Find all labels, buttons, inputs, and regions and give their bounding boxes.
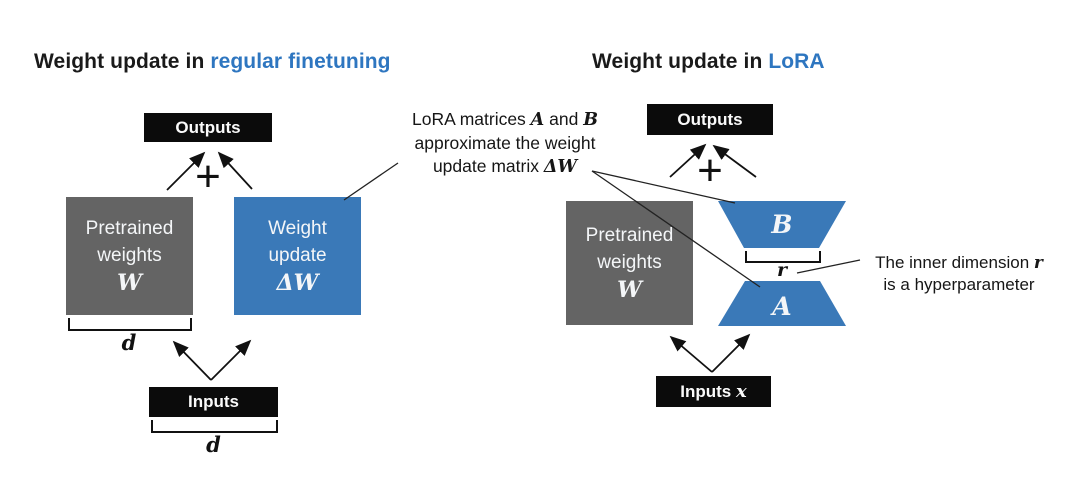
symbol-delta-w: ΔW: [543, 157, 578, 177]
left-inputs-box: Inputs: [149, 387, 278, 417]
matrix-a-label: A: [772, 291, 792, 321]
pretrained-line2: weights: [597, 252, 662, 273]
update-line2: update: [268, 245, 327, 266]
right-outputs-box: Outputs: [647, 104, 773, 135]
note-text: The inner dimension: [875, 253, 1034, 272]
left-outputs-box: Outputs: [144, 113, 272, 142]
left-title-highlight: regular finetuning: [210, 50, 391, 73]
right-arrow-inputs-to-pretrained: [669, 335, 713, 373]
symbol-a: A: [530, 110, 545, 130]
lora-note-line3: update matrix ΔW: [398, 155, 612, 179]
note-text: update matrix: [432, 156, 544, 176]
rank-label: r: [776, 259, 787, 281]
lora-note-line2: approximate the weight: [414, 133, 596, 153]
lora-note-line1: LoRA matrices A and B: [398, 108, 612, 132]
lora-matrices-note: LoRA matrices A and B approximate the we…: [398, 108, 612, 179]
left-pretrained-weights-box: Pretrained weights W: [66, 197, 193, 315]
inner-dimension-note: The inner dimension r is a hyperparamete…: [856, 252, 1062, 296]
pretrained-symbol: W: [617, 277, 642, 303]
left-arrow-inputs-to-update: [210, 339, 252, 381]
left-plus-sign: +: [195, 152, 221, 201]
right-outputs-label: Outputs: [677, 109, 743, 129]
rank-note-line2: is a hyperparameter: [883, 275, 1035, 294]
left-inputs-dim-label: d: [206, 432, 221, 457]
pretrained-symbol: W: [117, 270, 142, 296]
right-title-prefix: Weight update in: [592, 50, 769, 73]
left-weights-dim-bracket: [68, 318, 192, 331]
symbol-r: r: [1033, 253, 1043, 273]
right-title-highlight: LoRA: [768, 50, 825, 73]
left-outputs-label: Outputs: [175, 117, 241, 137]
left-inputs-dim-bracket: [151, 420, 278, 433]
left-title: Weight update in regular finetuning: [34, 50, 391, 74]
note-text: and: [544, 109, 584, 129]
pretrained-line1: Pretrained: [585, 225, 674, 246]
right-plus-sign: +: [697, 146, 723, 195]
update-symbol: ΔW: [276, 270, 319, 296]
rank-note-line1: The inner dimension r: [856, 252, 1062, 274]
left-inputs-label: Inputs: [188, 392, 239, 411]
symbol-b: B: [583, 110, 598, 130]
left-weights-dim-label: d: [121, 330, 137, 355]
update-line1: Weight: [268, 218, 327, 239]
right-inputs-symbol: x: [735, 381, 747, 402]
right-inputs-box: Inputs x: [656, 376, 771, 407]
right-pretrained-weights-box: Pretrained weights W: [566, 201, 693, 325]
leader-note-to-update-box: [343, 162, 399, 201]
weight-update-box: Weight update ΔW: [234, 197, 361, 315]
left-title-prefix: Weight update in: [34, 50, 211, 73]
right-arrow-inputs-to-a: [711, 333, 751, 373]
right-inputs-label: Inputs: [680, 381, 736, 401]
note-text: LoRA matrices: [412, 109, 531, 129]
pretrained-line2: weights: [97, 245, 162, 266]
right-title: Weight update in LoRA: [592, 50, 825, 74]
matrix-b-label: B: [771, 209, 793, 239]
pretrained-line1: Pretrained: [85, 218, 174, 239]
